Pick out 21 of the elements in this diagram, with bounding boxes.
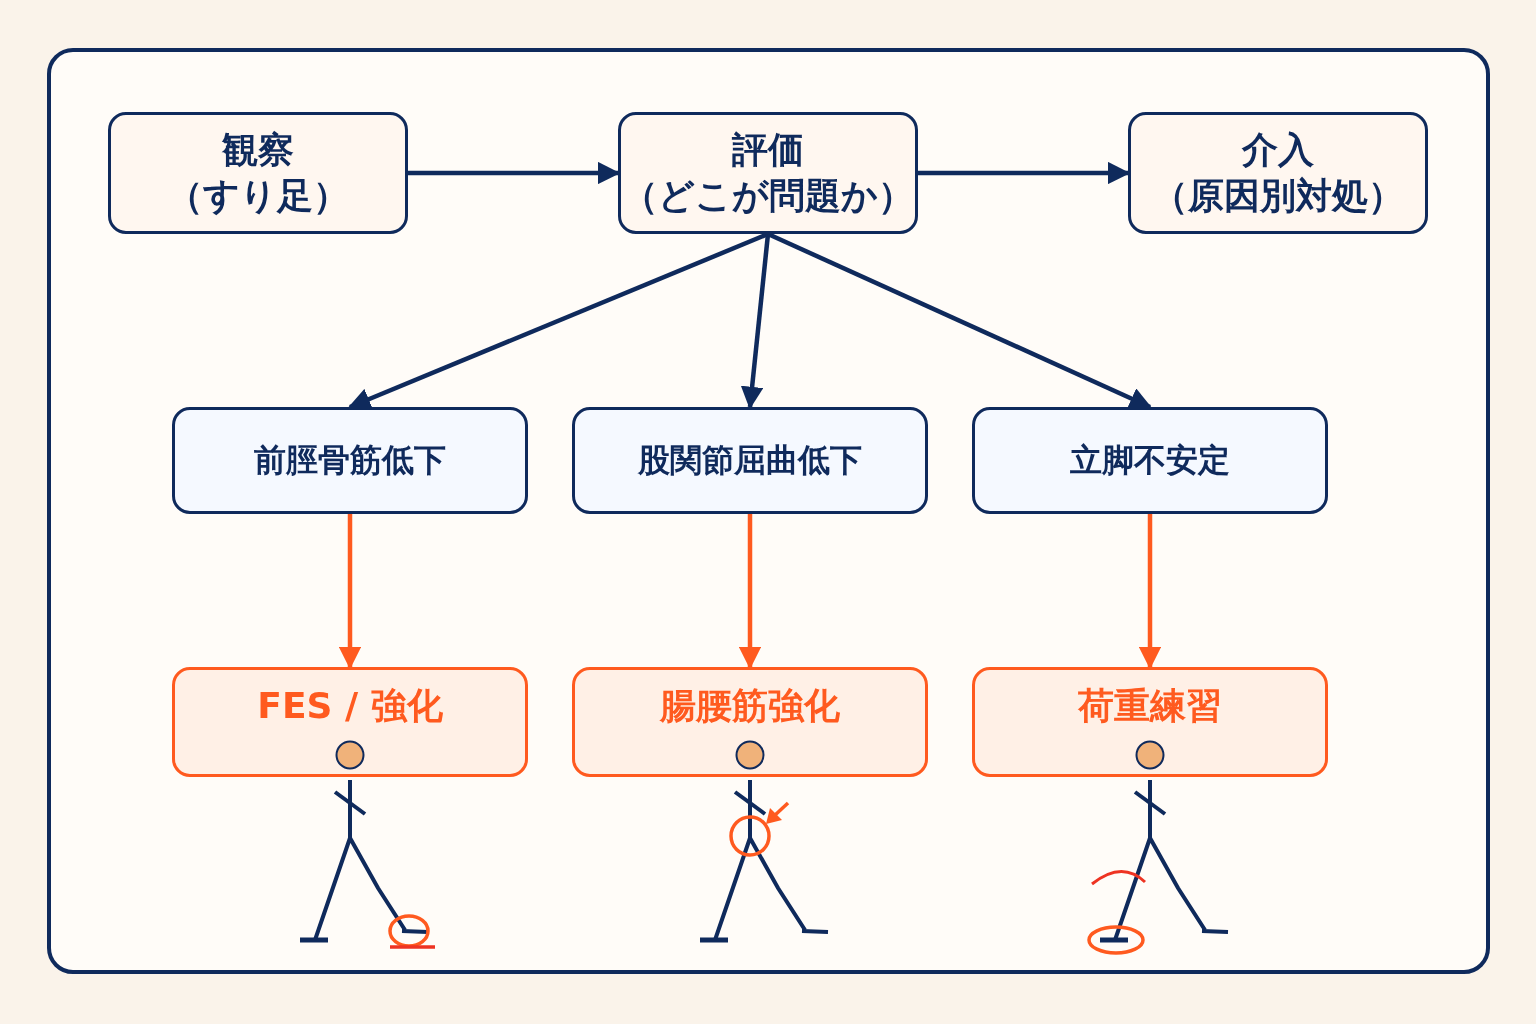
flow-box [618,112,918,234]
box-title: 評価 [732,128,804,172]
flow-box [1128,112,1428,234]
box-title: 立脚不安定 [1070,439,1230,481]
box-subtitle: （すり足） [167,174,349,218]
intervention-box [172,667,528,777]
box-title: 観察 [222,128,294,172]
intervention-box [972,667,1328,777]
flow-box [108,112,408,234]
problem-box [972,407,1328,514]
box-title: 股関節屈曲低下 [638,439,862,481]
problem-box [172,407,528,514]
box-title: 荷重練習 [1078,684,1222,728]
problem-box [572,407,928,514]
box-title: 腸腰筋強化 [660,684,840,728]
box-subtitle: （どこが問題か） [622,174,914,218]
box-title: FES / 強化 [257,684,443,728]
intervention-box [572,667,928,777]
box-title: 前脛骨筋低下 [254,439,446,481]
box-title: 介入 [1242,128,1314,172]
box-subtitle: （原因別対処） [1152,174,1404,218]
